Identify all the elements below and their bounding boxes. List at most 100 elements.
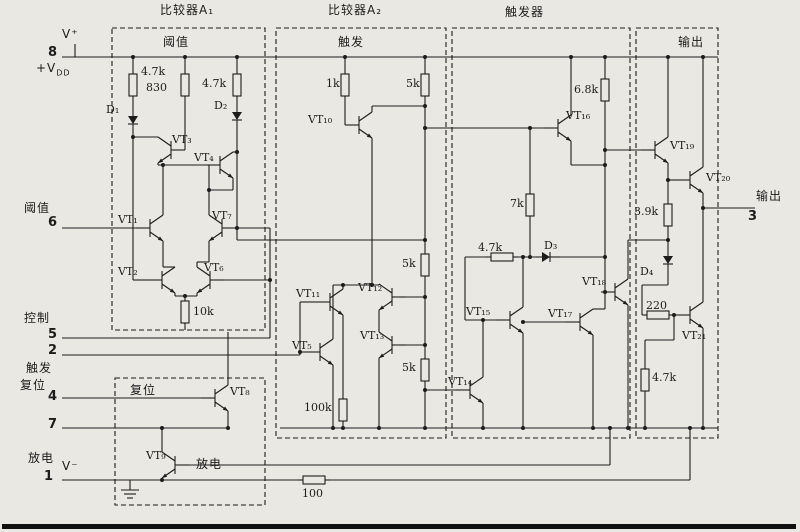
section-title-comparator-a2: 比较器A₂ bbox=[328, 3, 383, 17]
transistor-label-vt11: VT₁₁ bbox=[296, 287, 321, 300]
box-flipflop bbox=[451, 27, 631, 439]
label-output-top: 输出 bbox=[678, 35, 705, 49]
diode-d4 bbox=[662, 249, 674, 275]
pin-trigger-label: 触发 bbox=[26, 361, 53, 375]
resistor-label-a2-r4: 5k bbox=[402, 361, 416, 374]
resistor-label-ff-r2: 7k bbox=[510, 197, 524, 210]
vdd-main: +V bbox=[36, 61, 57, 75]
pin-control-label: 控制 bbox=[24, 311, 51, 325]
resistor-out-r2 bbox=[641, 310, 675, 320]
transistor-vt21-symbol bbox=[675, 301, 704, 329]
box-reset bbox=[114, 377, 266, 506]
transistor-label-vt4: VT₄ bbox=[194, 151, 214, 164]
transistor-label-vt9: VT₉ bbox=[146, 449, 166, 462]
pin-7-label: 7 bbox=[48, 417, 58, 432]
transistor-label-vt20: VT₂₀ bbox=[706, 171, 731, 184]
transistor-label-vt16: VT₁₆ bbox=[566, 109, 591, 122]
section-title-comparator-a1: 比较器A₁ bbox=[160, 3, 215, 17]
diode-d1 bbox=[127, 109, 139, 135]
junction-dots bbox=[131, 55, 705, 482]
transistor-label-vt18: VT₁₈ bbox=[582, 275, 607, 288]
pin-vdd-label: +VDD bbox=[36, 62, 71, 77]
resistor-a2-r2 bbox=[420, 68, 430, 102]
transistor-label-vt6: VT₆ bbox=[204, 261, 224, 274]
resistor-ff-r4 bbox=[640, 363, 650, 397]
resistor-ff-r1 bbox=[600, 73, 610, 107]
transistor-vt20-symbol bbox=[675, 166, 704, 194]
section-boxes bbox=[111, 27, 719, 506]
resistor-a1-r4 bbox=[180, 295, 190, 329]
transistor-vt15-symbol bbox=[495, 306, 524, 334]
label-trigger-top: 触发 bbox=[338, 35, 365, 49]
label-discharge-inner: 放电 bbox=[196, 457, 223, 471]
box-comparator-a1 bbox=[111, 27, 266, 331]
resistor-label-a2-r3: 5k bbox=[402, 257, 416, 270]
resistor-label-a2-r2: 5k bbox=[406, 77, 420, 90]
transistor-vt9-symbol bbox=[161, 451, 190, 479]
diode-d3 bbox=[535, 251, 561, 263]
resistor-label-ff-r4: 4.7k bbox=[652, 371, 677, 384]
transistor-label-vt2: VT₂ bbox=[118, 265, 138, 278]
transistor-vt10-symbol bbox=[344, 111, 373, 139]
pin-discharge-label: 放电 bbox=[28, 451, 55, 465]
pin-5-label: 5 bbox=[48, 327, 58, 342]
transistor-label-vt7: VT₇ bbox=[212, 209, 232, 222]
resistor-label-out-r1: 3.9k bbox=[634, 205, 659, 218]
diode-label-d2: D₂ bbox=[214, 99, 228, 112]
resistor-label-ff-r3: 4.7k bbox=[478, 241, 503, 254]
pin-vminus-label: V⁻ bbox=[62, 459, 79, 473]
transistor-label-vt15: VT₁₅ bbox=[466, 305, 491, 318]
resistor-label-bottom: 100 bbox=[302, 487, 323, 500]
section-title-flipflop: 触发器 bbox=[505, 5, 545, 19]
pin-1-label: 1 bbox=[44, 469, 54, 484]
transistor-label-vt13: VT₁₃ bbox=[360, 329, 385, 342]
wires bbox=[62, 44, 755, 490]
transistor-label-vt14: VT₁₄ bbox=[448, 375, 473, 388]
pin-4-label: 4 bbox=[48, 389, 58, 404]
resistor-label-a1-r1: 4.7k bbox=[141, 65, 166, 78]
resistor-a2-r5 bbox=[338, 393, 348, 427]
pin-8-label: 8 bbox=[48, 45, 58, 60]
transistor-vt2-symbol bbox=[147, 266, 176, 294]
resistor-label-a2-r5: 100k bbox=[304, 401, 332, 414]
transistor-label-vt10: VT₁₀ bbox=[308, 113, 333, 126]
label-threshold-top: 阈值 bbox=[163, 35, 190, 49]
diode-label-d4: D₄ bbox=[640, 265, 654, 278]
pin-threshold-label: 阈值 bbox=[24, 201, 51, 215]
transistor-label-vt5: VT₅ bbox=[292, 339, 312, 352]
pin-reset-label: 复位 bbox=[20, 378, 47, 392]
transistor-label-vt3: VT₃ bbox=[172, 133, 192, 146]
transistor-label-vt1: VT₁ bbox=[118, 213, 138, 226]
resistor-a2-r3 bbox=[420, 248, 430, 282]
box-comparator-a2 bbox=[275, 27, 447, 439]
resistor-label-a2-r1: 1k bbox=[326, 77, 340, 90]
resistor-bottom bbox=[297, 475, 331, 485]
resistor-a1-r2 bbox=[180, 68, 190, 102]
resistor-a2-r4 bbox=[420, 353, 430, 387]
transistor-label-vt17: VT₁₇ bbox=[548, 307, 573, 320]
resistor-ff-r3 bbox=[485, 252, 519, 262]
transistor-vt12-symbol bbox=[378, 283, 407, 311]
transistor-label-vt21: VT₂₁ bbox=[682, 329, 707, 342]
resistor-a1-r3 bbox=[232, 68, 242, 102]
scan-edge-artifact bbox=[2, 524, 796, 529]
transistor-vt1-symbol bbox=[135, 214, 164, 242]
label-reset-box: 复位 bbox=[130, 383, 157, 397]
pin-output-label: 输出 bbox=[756, 189, 783, 203]
pin-vplus-label: V⁺ bbox=[62, 27, 79, 41]
transistor-vt19-symbol bbox=[640, 136, 669, 164]
resistor-label-a1-r2: 830 bbox=[146, 81, 167, 94]
pin-3-label: 3 bbox=[748, 209, 758, 224]
pin-6-label: 6 bbox=[48, 215, 58, 230]
transistor-vt8-symbol bbox=[200, 384, 229, 412]
resistor-a2-r1 bbox=[340, 68, 350, 102]
resistor-label-a1-r3: 4.7k bbox=[202, 77, 227, 90]
resistor-ff-r2 bbox=[525, 188, 535, 222]
ground-symbol bbox=[120, 489, 140, 499]
box-output bbox=[635, 27, 719, 439]
pin-2-label: 2 bbox=[48, 343, 58, 358]
transistor-label-vt8: VT₈ bbox=[230, 385, 250, 398]
resistor-label-ff-r1: 6.8k bbox=[574, 83, 599, 96]
